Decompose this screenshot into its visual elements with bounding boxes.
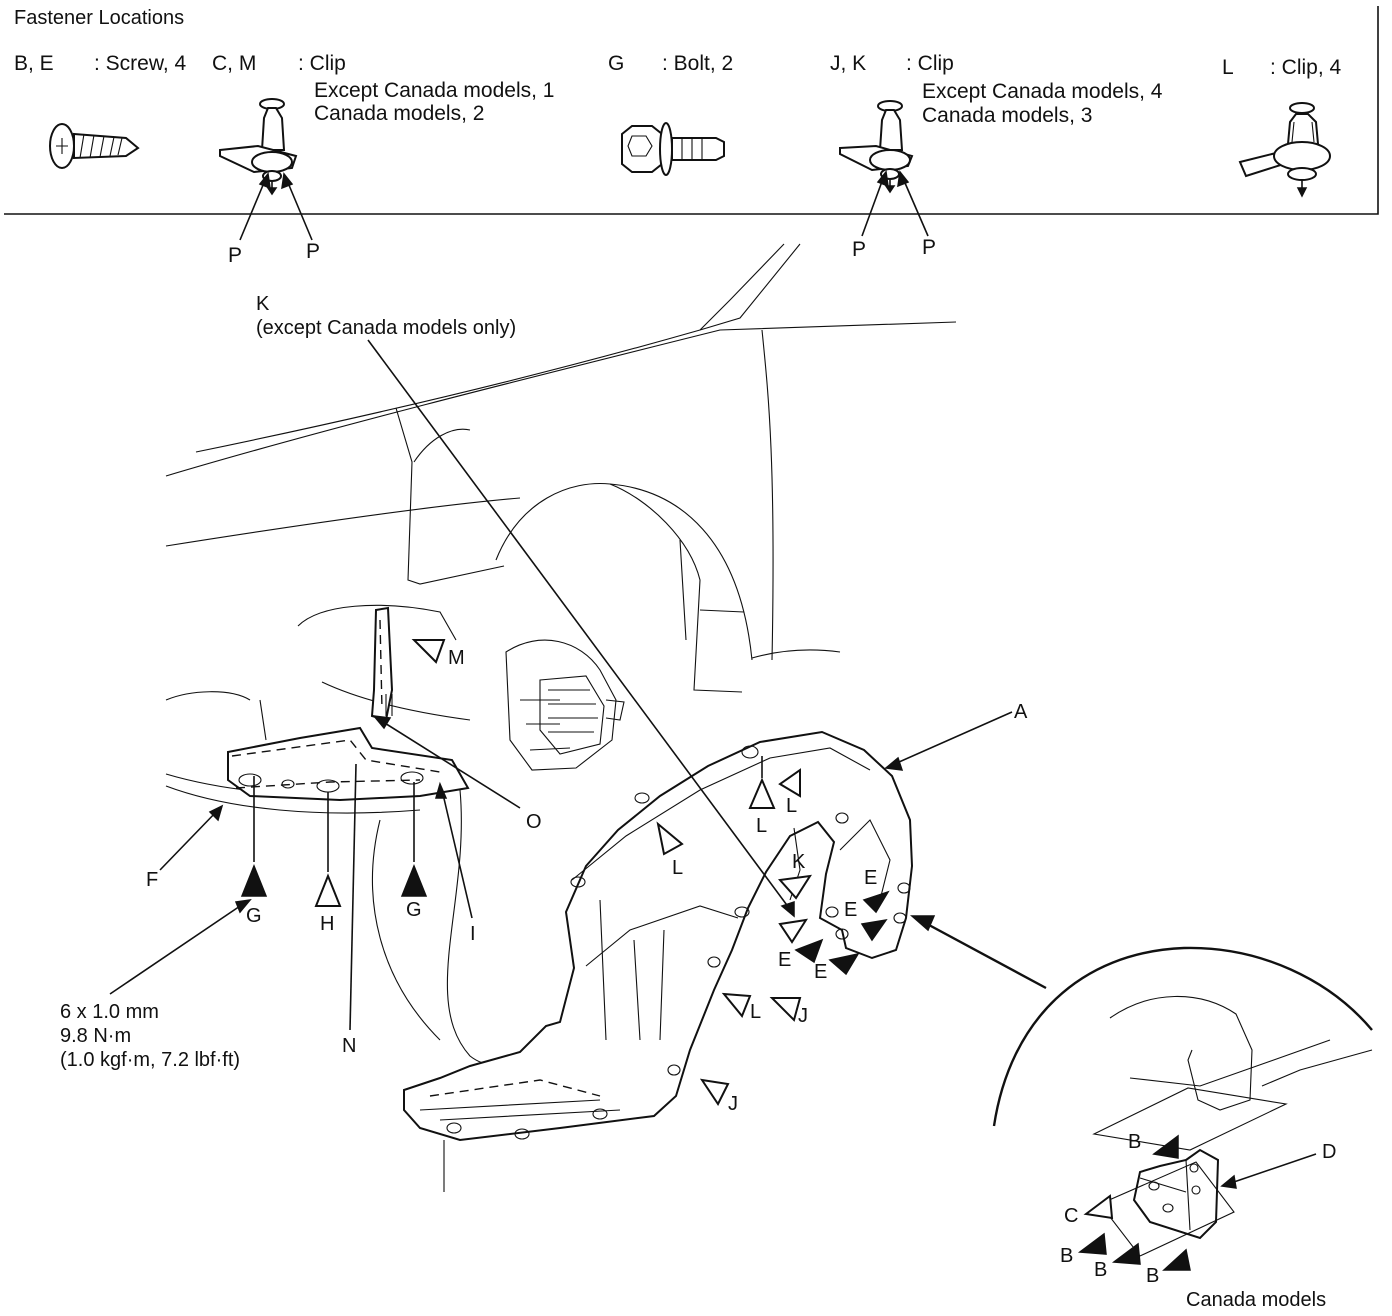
marker-e4 bbox=[828, 952, 860, 976]
marker-j2 bbox=[699, 1078, 730, 1106]
canada-inset bbox=[910, 915, 1373, 1257]
marker-l2 bbox=[778, 768, 801, 798]
callout-j2: J bbox=[728, 1093, 738, 1115]
pin-label-p4: P bbox=[922, 236, 936, 259]
marker-l1 bbox=[748, 777, 776, 809]
legend-desc-l: : Clip, 4 bbox=[1270, 56, 1342, 79]
callout-b4: B bbox=[1146, 1265, 1159, 1287]
marker-l3 bbox=[656, 821, 684, 856]
k-note-text: (except Canada models only) bbox=[256, 317, 516, 339]
callout-l1: L bbox=[756, 815, 767, 837]
torque-size: 6 x 1.0 mm bbox=[60, 1001, 159, 1023]
marker-b2 bbox=[1077, 1232, 1107, 1255]
callout-e2: E bbox=[844, 899, 857, 921]
callout-e1: E bbox=[864, 867, 877, 889]
callout-m: M bbox=[448, 647, 465, 669]
callout-b2: B bbox=[1060, 1245, 1073, 1267]
marker-e3 bbox=[794, 938, 824, 964]
marker-g2 bbox=[400, 863, 428, 897]
marker-b4 bbox=[1162, 1248, 1191, 1271]
callout-e3: E bbox=[778, 949, 791, 971]
marker-k bbox=[778, 874, 812, 900]
callout-c: C bbox=[1064, 1205, 1078, 1227]
marker-m bbox=[411, 639, 446, 664]
legend-code-l: L bbox=[1222, 56, 1234, 79]
marker-e1 bbox=[862, 890, 890, 914]
legend-code-cm: C, M bbox=[212, 52, 256, 75]
leader-lines bbox=[109, 339, 1317, 1189]
callout-k: K bbox=[792, 851, 806, 873]
bolt-icon bbox=[621, 122, 725, 176]
callout-b3: B bbox=[1094, 1259, 1107, 1281]
callout-a: A bbox=[1014, 701, 1028, 723]
k-note-label: K bbox=[256, 293, 270, 315]
legend-desc-g: : Bolt, 2 bbox=[662, 52, 733, 75]
push-clip-icon bbox=[839, 100, 914, 194]
legend-title: Fastener Locations bbox=[14, 7, 184, 29]
marker-open bbox=[778, 918, 809, 944]
callout-g1: G bbox=[246, 905, 262, 927]
callout-l4: L bbox=[750, 1001, 761, 1023]
tire-outline bbox=[446, 789, 561, 1066]
under-cover bbox=[227, 699, 470, 802]
marker-h bbox=[314, 873, 342, 907]
pin-pointer-jk bbox=[861, 170, 929, 237]
marker-b1 bbox=[1152, 1134, 1179, 1159]
pin-label-p2: P bbox=[306, 240, 320, 263]
marker-b3 bbox=[1111, 1242, 1141, 1265]
callout-labels: A M O F G G H I N L L L L K J J E E E E … bbox=[146, 647, 1336, 1287]
callout-l3: L bbox=[672, 857, 683, 879]
callout-g2: G bbox=[406, 899, 422, 921]
push-clip-icon bbox=[219, 98, 298, 196]
callout-b1: B bbox=[1128, 1131, 1141, 1153]
legend-note-cm-2: Canada models, 2 bbox=[314, 102, 484, 125]
diagram-notes: K (except Canada models only) 6 x 1.0 mm… bbox=[60, 293, 1326, 1311]
canada-caption: Canada models bbox=[1186, 1289, 1326, 1311]
marker-g1 bbox=[240, 863, 268, 897]
callout-l2: L bbox=[786, 795, 797, 817]
callout-i: I bbox=[470, 923, 476, 945]
callout-f: F bbox=[146, 869, 158, 891]
pin-label-p1: P bbox=[228, 244, 242, 267]
brake-assembly bbox=[505, 639, 625, 771]
vehicle-body-outline bbox=[165, 243, 957, 693]
callout-o: O bbox=[526, 811, 542, 833]
marker-j1 bbox=[769, 997, 802, 1022]
legend-desc-be: : Screw, 4 bbox=[94, 52, 187, 75]
pin-label-p3: P bbox=[852, 238, 866, 261]
legend-code-g: G bbox=[608, 52, 624, 75]
legend-note-jk-1: Except Canada models, 4 bbox=[922, 80, 1163, 103]
legend-desc-cm: : Clip bbox=[298, 52, 346, 75]
legend-note-cm-1: Except Canada models, 1 bbox=[314, 79, 554, 102]
fastener-markers bbox=[240, 639, 1191, 1271]
callout-n: N bbox=[342, 1035, 356, 1057]
torque-nm: 9.8 N·m bbox=[60, 1025, 131, 1047]
legend-note-jk-2: Canada models, 3 bbox=[922, 104, 1092, 127]
legend-desc-jk: : Clip bbox=[906, 52, 954, 75]
tire-outline-inner bbox=[371, 819, 441, 1041]
marker-c bbox=[1083, 1194, 1114, 1220]
callout-d: D bbox=[1322, 1141, 1336, 1163]
bumper-bracket bbox=[370, 606, 394, 722]
pin-pointer-cm bbox=[239, 172, 313, 241]
marker-l4 bbox=[721, 992, 752, 1018]
retainer-clip-icon bbox=[1238, 102, 1331, 198]
fastener-legend: Fastener Locations B, E : Screw, 4 C, M … bbox=[4, 6, 1379, 267]
callout-h: H bbox=[320, 913, 334, 935]
callout-e4: E bbox=[814, 961, 827, 983]
legend-code-jk: J, K bbox=[830, 52, 866, 75]
torque-kgf: (1.0 kgf·m, 7.2 lbf·ft) bbox=[60, 1049, 240, 1071]
marker-e2 bbox=[860, 918, 888, 942]
legend-code-be: B, E bbox=[14, 52, 54, 75]
screw-icon bbox=[49, 123, 140, 169]
legend-frame bbox=[4, 6, 1379, 215]
callout-j1: J bbox=[798, 1005, 808, 1027]
fender-liner bbox=[403, 730, 914, 1192]
